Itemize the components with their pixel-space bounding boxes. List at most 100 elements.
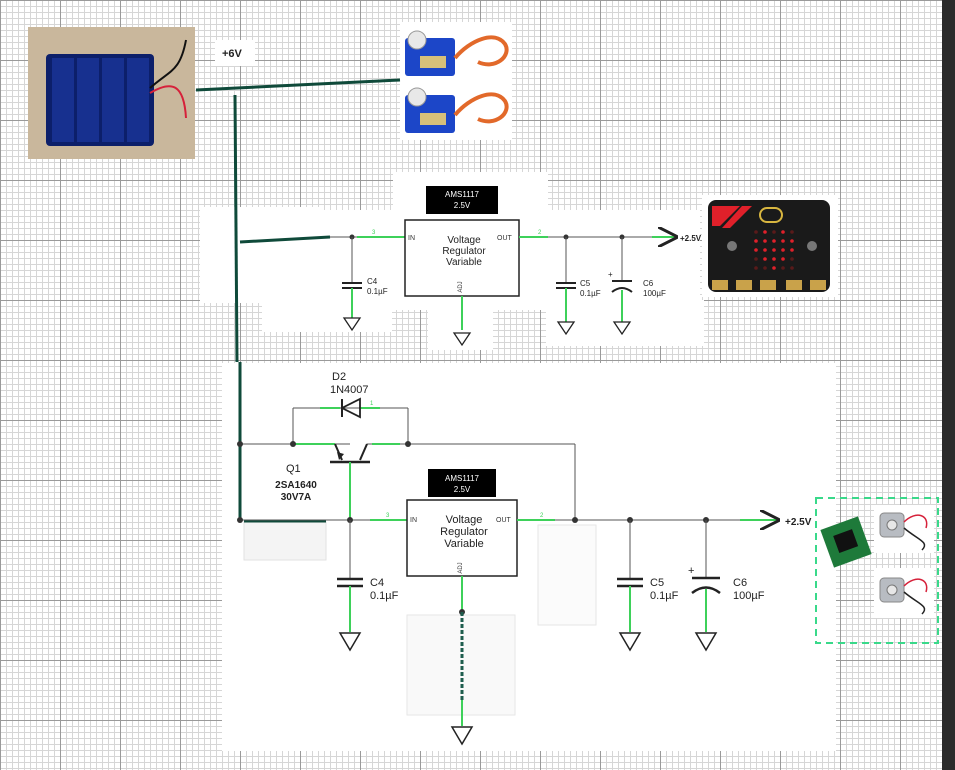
lower-regulator-pin-in: IN [410, 517, 417, 524]
upper-c6-ground-icon [612, 321, 632, 336]
panel-supply-label [215, 40, 255, 66]
lower-regulator-pin-out: OUT [496, 517, 512, 524]
servo-horn-2 [407, 87, 427, 107]
battery-cell-slot [52, 58, 74, 142]
motor-wire-1b [903, 527, 926, 551]
servo-label-2 [420, 113, 446, 125]
upper-c4-value: 0.1µF [367, 287, 388, 296]
upper-c6-plus: + [608, 270, 613, 279]
wire-supply-to-upper [239, 235, 331, 244]
upper-c6-curved-plate [611, 287, 633, 293]
motor-driver-board-photo[interactable] [820, 516, 872, 568]
lower-circuit[interactable]: D2 1N4007 1 Q1 2SA1640 30V7A 3 C4 [237, 371, 812, 746]
motor-wire-2 [903, 578, 928, 593]
microbit-logo [759, 207, 783, 223]
servo-cable-1 [453, 35, 509, 67]
lower-transistor-label-bg [260, 477, 332, 503]
lower-c5-ground-icon [618, 632, 642, 652]
lower-c6-name: C6 [733, 577, 747, 589]
panel-input-lower [243, 521, 327, 561]
servo-label-1 [420, 56, 446, 68]
upper-regulator-pin-in: IN [408, 235, 415, 242]
upper-adj-ground-icon [452, 332, 472, 347]
lower-regulator-label-box [428, 469, 496, 497]
lower-c6-curved-plate [691, 586, 721, 595]
microbit-edge-connector [712, 280, 826, 290]
microbit-red-stripe [712, 206, 740, 226]
lower-regulator-title-2: Regulator [440, 526, 488, 538]
driver-chip [833, 529, 859, 553]
microbit-board-photo[interactable] [702, 195, 838, 297]
lower-c6-ground-icon [694, 632, 718, 652]
battery-cell-slot [77, 58, 99, 142]
microbit-red-stripe [722, 206, 752, 228]
panel-input-upper [200, 207, 320, 303]
battery-red-lead [149, 85, 187, 119]
scrollbar[interactable] [942, 0, 955, 770]
upper-c5-value: 0.1µF [580, 289, 601, 298]
lower-pin-out-number: 2 [540, 513, 544, 519]
dc-motor-photo[interactable] [874, 505, 934, 618]
upper-regulator-title-3: Variable [446, 257, 482, 268]
panel-out-lower [537, 524, 597, 626]
lower-regulator-value: 2.5V [454, 485, 471, 494]
upper-c6-name: C6 [643, 279, 654, 288]
lower-transistor-arrow-icon [337, 452, 344, 460]
battery-cell-slot [127, 58, 149, 142]
upper-regulator-title-1: Voltage [447, 235, 481, 246]
upper-output-label: +2.5V [680, 234, 702, 243]
motor-wire-2b [903, 591, 926, 615]
lower-c5-name: C5 [650, 577, 664, 589]
wire-supply-vertical [233, 94, 239, 363]
supply-label: +6V [222, 48, 243, 60]
upper-pin-in-number: 3 [372, 230, 376, 236]
upper-c4-name: C4 [367, 277, 378, 286]
battery-holder-photo[interactable] [28, 27, 195, 159]
wire-battery-to-servo [195, 78, 401, 92]
upper-regulator-title-2: Regulator [442, 246, 486, 257]
upper-c4-ground-icon [342, 317, 362, 332]
microbit-board [708, 200, 830, 292]
upper-circuit[interactable]: 3 C4 0.1µF AMS1117 2.5V IN OUT ADJ Volta… [330, 186, 702, 347]
lower-regulator-box [406, 499, 518, 577]
microbit-led-matrix [754, 230, 794, 270]
upper-c5-name: C5 [580, 279, 591, 288]
upper-regulator-label-box [426, 186, 498, 214]
lower-regulator-part: AMS1117 [445, 474, 479, 483]
lower-c6-plus: + [688, 565, 694, 577]
lower-diode-triangle-icon [339, 397, 361, 419]
lower-regulator-title-3: Variable [444, 538, 484, 550]
lower-c4-value: 0.1µF [370, 590, 399, 602]
lower-c5-value: 0.1µF [650, 590, 679, 602]
lower-transistor-name: Q1 [286, 463, 301, 475]
motor-shaft-2 [886, 584, 898, 596]
microbit-button-b [807, 241, 817, 251]
servo-motor-photo[interactable] [400, 22, 512, 140]
upper-regulator-box [404, 219, 520, 297]
lower-c4-ground-icon [338, 632, 362, 652]
upper-regulator-pin-out: OUT [497, 235, 513, 242]
microbit-button-a [727, 241, 737, 251]
upper-c6-value: 100µF [643, 289, 666, 298]
upper-regulator-part: AMS1117 [445, 190, 479, 199]
lower-adj-ground-icon [450, 726, 474, 746]
upper-regulator-pin-adj: ADJ [458, 281, 464, 292]
servo-horn-1 [407, 30, 427, 50]
panel-caps-upper [546, 300, 704, 346]
selection-box[interactable] [815, 497, 939, 644]
upper-regulator-value: 2.5V [454, 201, 471, 210]
motor-wire-1 [903, 514, 928, 529]
lower-diode-name: D2 [332, 371, 346, 383]
lower-c6-value: 100µF [733, 590, 765, 602]
lower-transistor-part-2: 30V7A [281, 492, 312, 503]
motor-shaft-1 [886, 519, 898, 531]
lower-regulator-pin-adj: ADJ [458, 562, 464, 573]
lower-diode-pin-number: 1 [370, 401, 374, 407]
upper-c5-ground-icon [556, 321, 576, 336]
battery-cell-slot [102, 58, 124, 142]
lower-c4-name: C4 [370, 577, 384, 589]
lower-transistor-collector-icon [359, 443, 368, 461]
upper-pin-out-number: 2 [538, 230, 542, 236]
lower-diode-part: 1N4007 [330, 384, 369, 396]
